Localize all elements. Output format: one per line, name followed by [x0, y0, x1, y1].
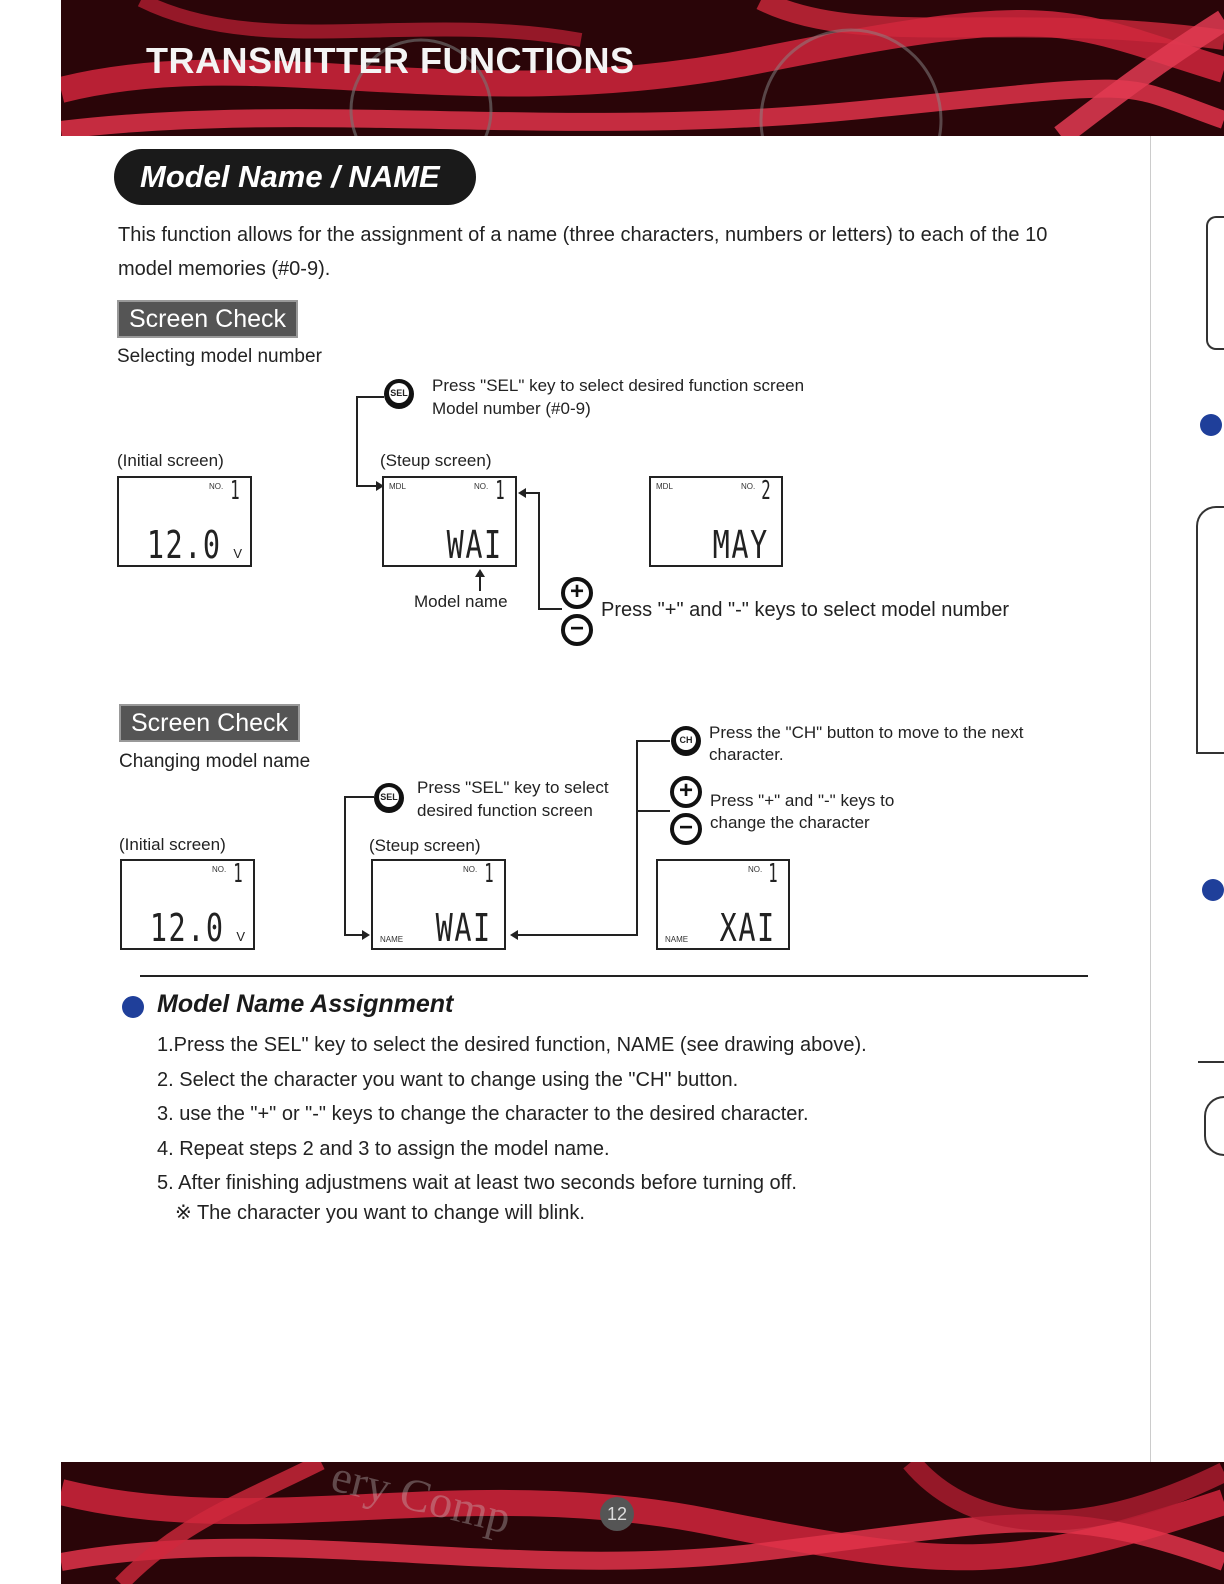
step-item: 3. use the "+" or "-" keys to change the…	[157, 1103, 809, 1125]
lcd-model-name: WAI	[436, 906, 492, 950]
lcd-no-label: NO.	[474, 482, 489, 491]
lcd-setup-screen-1: MDL NO. 1 WAI	[382, 476, 517, 567]
check1-sel-note-2: Model number (#0-9)	[432, 399, 591, 418]
assignment-steps: 1.Press the SEL" key to select the desir…	[157, 1028, 867, 1225]
footer-graphic	[61, 1462, 1224, 1584]
lcd-voltage: 12.0	[147, 523, 222, 567]
intro-text: This function allows for the assignment …	[118, 224, 1048, 280]
assignment-title: Model Name Assignment	[157, 990, 454, 1018]
lcd-name-label: NAME	[665, 935, 689, 944]
check1-setup-label: (Steup screen)	[380, 451, 492, 470]
connector	[344, 934, 364, 936]
connector	[356, 485, 378, 487]
lcd-mdl-label: MDL	[389, 482, 406, 491]
minus-key-icon: −	[670, 813, 702, 845]
arrow-left-icon	[510, 930, 518, 940]
connector	[356, 396, 358, 486]
footer-banner	[61, 1462, 1224, 1584]
lcd-next-screen-1: MDL NO. 2 MAY	[649, 476, 783, 567]
lcd-unit: V	[236, 929, 245, 944]
lcd-initial-screen-1: NO. 1 12.0 V	[117, 476, 252, 567]
lcd-no-label: NO.	[212, 865, 227, 874]
lcd-result-screen-2: NAME NO. 1 XAI	[656, 859, 790, 950]
check2-sel-note-1: Press "SEL" key to select	[417, 778, 609, 797]
check1-pm-note: Press "+" and "-" keys to select model n…	[601, 599, 1010, 621]
sel-key-icon: SEL	[374, 783, 404, 813]
plus-key-icon: +	[670, 776, 702, 808]
connector	[636, 740, 638, 936]
connector	[636, 740, 670, 742]
ch-key-label: CH	[676, 730, 696, 750]
ch-key-icon: CH	[671, 726, 701, 756]
connector	[344, 796, 346, 935]
connector	[522, 492, 540, 494]
arrow-up-icon	[475, 569, 485, 577]
sel-key-label: SEL	[379, 787, 399, 807]
minus-key-icon: −	[561, 614, 593, 646]
screen-check-tag-2: Screen Check	[119, 704, 301, 742]
check1-initial-label: (Initial screen)	[117, 451, 224, 470]
lcd-voltage: 12.0	[150, 906, 225, 950]
lcd-mdl-label: MDL	[656, 482, 673, 491]
lcd-model-name: MAY	[713, 523, 769, 567]
lcd-model-number: 1	[484, 859, 494, 889]
connector	[538, 608, 562, 610]
connector	[636, 810, 670, 812]
check1-sel-note-1: Press "SEL" key to select desired functi…	[432, 376, 805, 395]
lcd-unit: V	[233, 546, 242, 561]
lcd-setup-screen-2: NAME NO. 1 WAI	[371, 859, 506, 950]
screen-check-tag-1: Screen Check	[117, 300, 299, 338]
lcd-name-label: NAME	[380, 935, 404, 944]
header-title: TRANSMITTER FUNCTIONS	[146, 40, 635, 81]
check1-subtitle: Selecting model number	[117, 346, 322, 367]
plus-key-icon: +	[561, 577, 593, 609]
check2-initial-label: (Initial screen)	[119, 835, 226, 854]
connector	[344, 796, 374, 798]
lcd-model-number: 2	[761, 476, 771, 506]
connector	[479, 575, 481, 591]
sel-key-label: SEL	[389, 383, 409, 403]
check2-ch-note-2: character.	[709, 745, 784, 764]
lcd-model-number: 1	[230, 476, 240, 506]
banner-graphic	[61, 0, 1224, 136]
lcd-model-number: 1	[233, 859, 243, 889]
sel-key-icon: SEL	[384, 379, 414, 409]
lcd-model-number: 1	[495, 476, 505, 506]
connector	[538, 492, 540, 609]
lcd-no-label: NO.	[741, 482, 756, 491]
lcd-no-label: NO.	[463, 865, 478, 874]
bullet-icon	[122, 996, 144, 1018]
model-name-label: Model name	[414, 592, 508, 611]
divider	[140, 975, 1088, 977]
header-banner: TRANSMITTER FUNCTIONS	[61, 0, 1224, 136]
adjacent-page-edge	[1150, 136, 1224, 1462]
check2-setup-label: (Steup screen)	[369, 836, 481, 855]
lcd-no-label: NO.	[748, 865, 763, 874]
check2-ch-note-1: Press the "CH" button to move to the nex…	[709, 723, 1024, 742]
check2-subtitle: Changing model name	[119, 751, 311, 772]
lcd-initial-screen-2: NO. 1 12.0 V	[120, 859, 255, 950]
lcd-no-label: NO.	[209, 482, 224, 491]
arrow-right-icon	[376, 481, 384, 491]
connector	[518, 934, 638, 936]
step-item: 5. After finishing adjustmens wait at le…	[157, 1172, 797, 1194]
connector	[356, 396, 384, 398]
page-number: 12	[600, 1497, 634, 1531]
step-item: 2. Select the character you want to chan…	[157, 1068, 739, 1091]
step-item: 1.Press the SEL" key to select the desir…	[157, 1034, 867, 1056]
lcd-model-number: 1	[768, 859, 778, 889]
lcd-model-name: WAI	[447, 523, 503, 567]
arrow-left-icon	[518, 488, 526, 498]
check2-pm-note-1: Press "+" and "-" keys to	[710, 791, 895, 810]
step-item: 4. Repeat steps 2 and 3 to assign the mo…	[157, 1137, 610, 1160]
check2-pm-note-2: change the character	[710, 813, 870, 832]
arrow-right-icon	[362, 930, 370, 940]
check2-sel-note-2: desired function screen	[417, 801, 593, 820]
step-note: ※ The character you want to change will …	[175, 1201, 585, 1224]
lcd-model-name: XAI	[720, 906, 776, 950]
section-title: Model Name / NAME	[114, 149, 476, 205]
